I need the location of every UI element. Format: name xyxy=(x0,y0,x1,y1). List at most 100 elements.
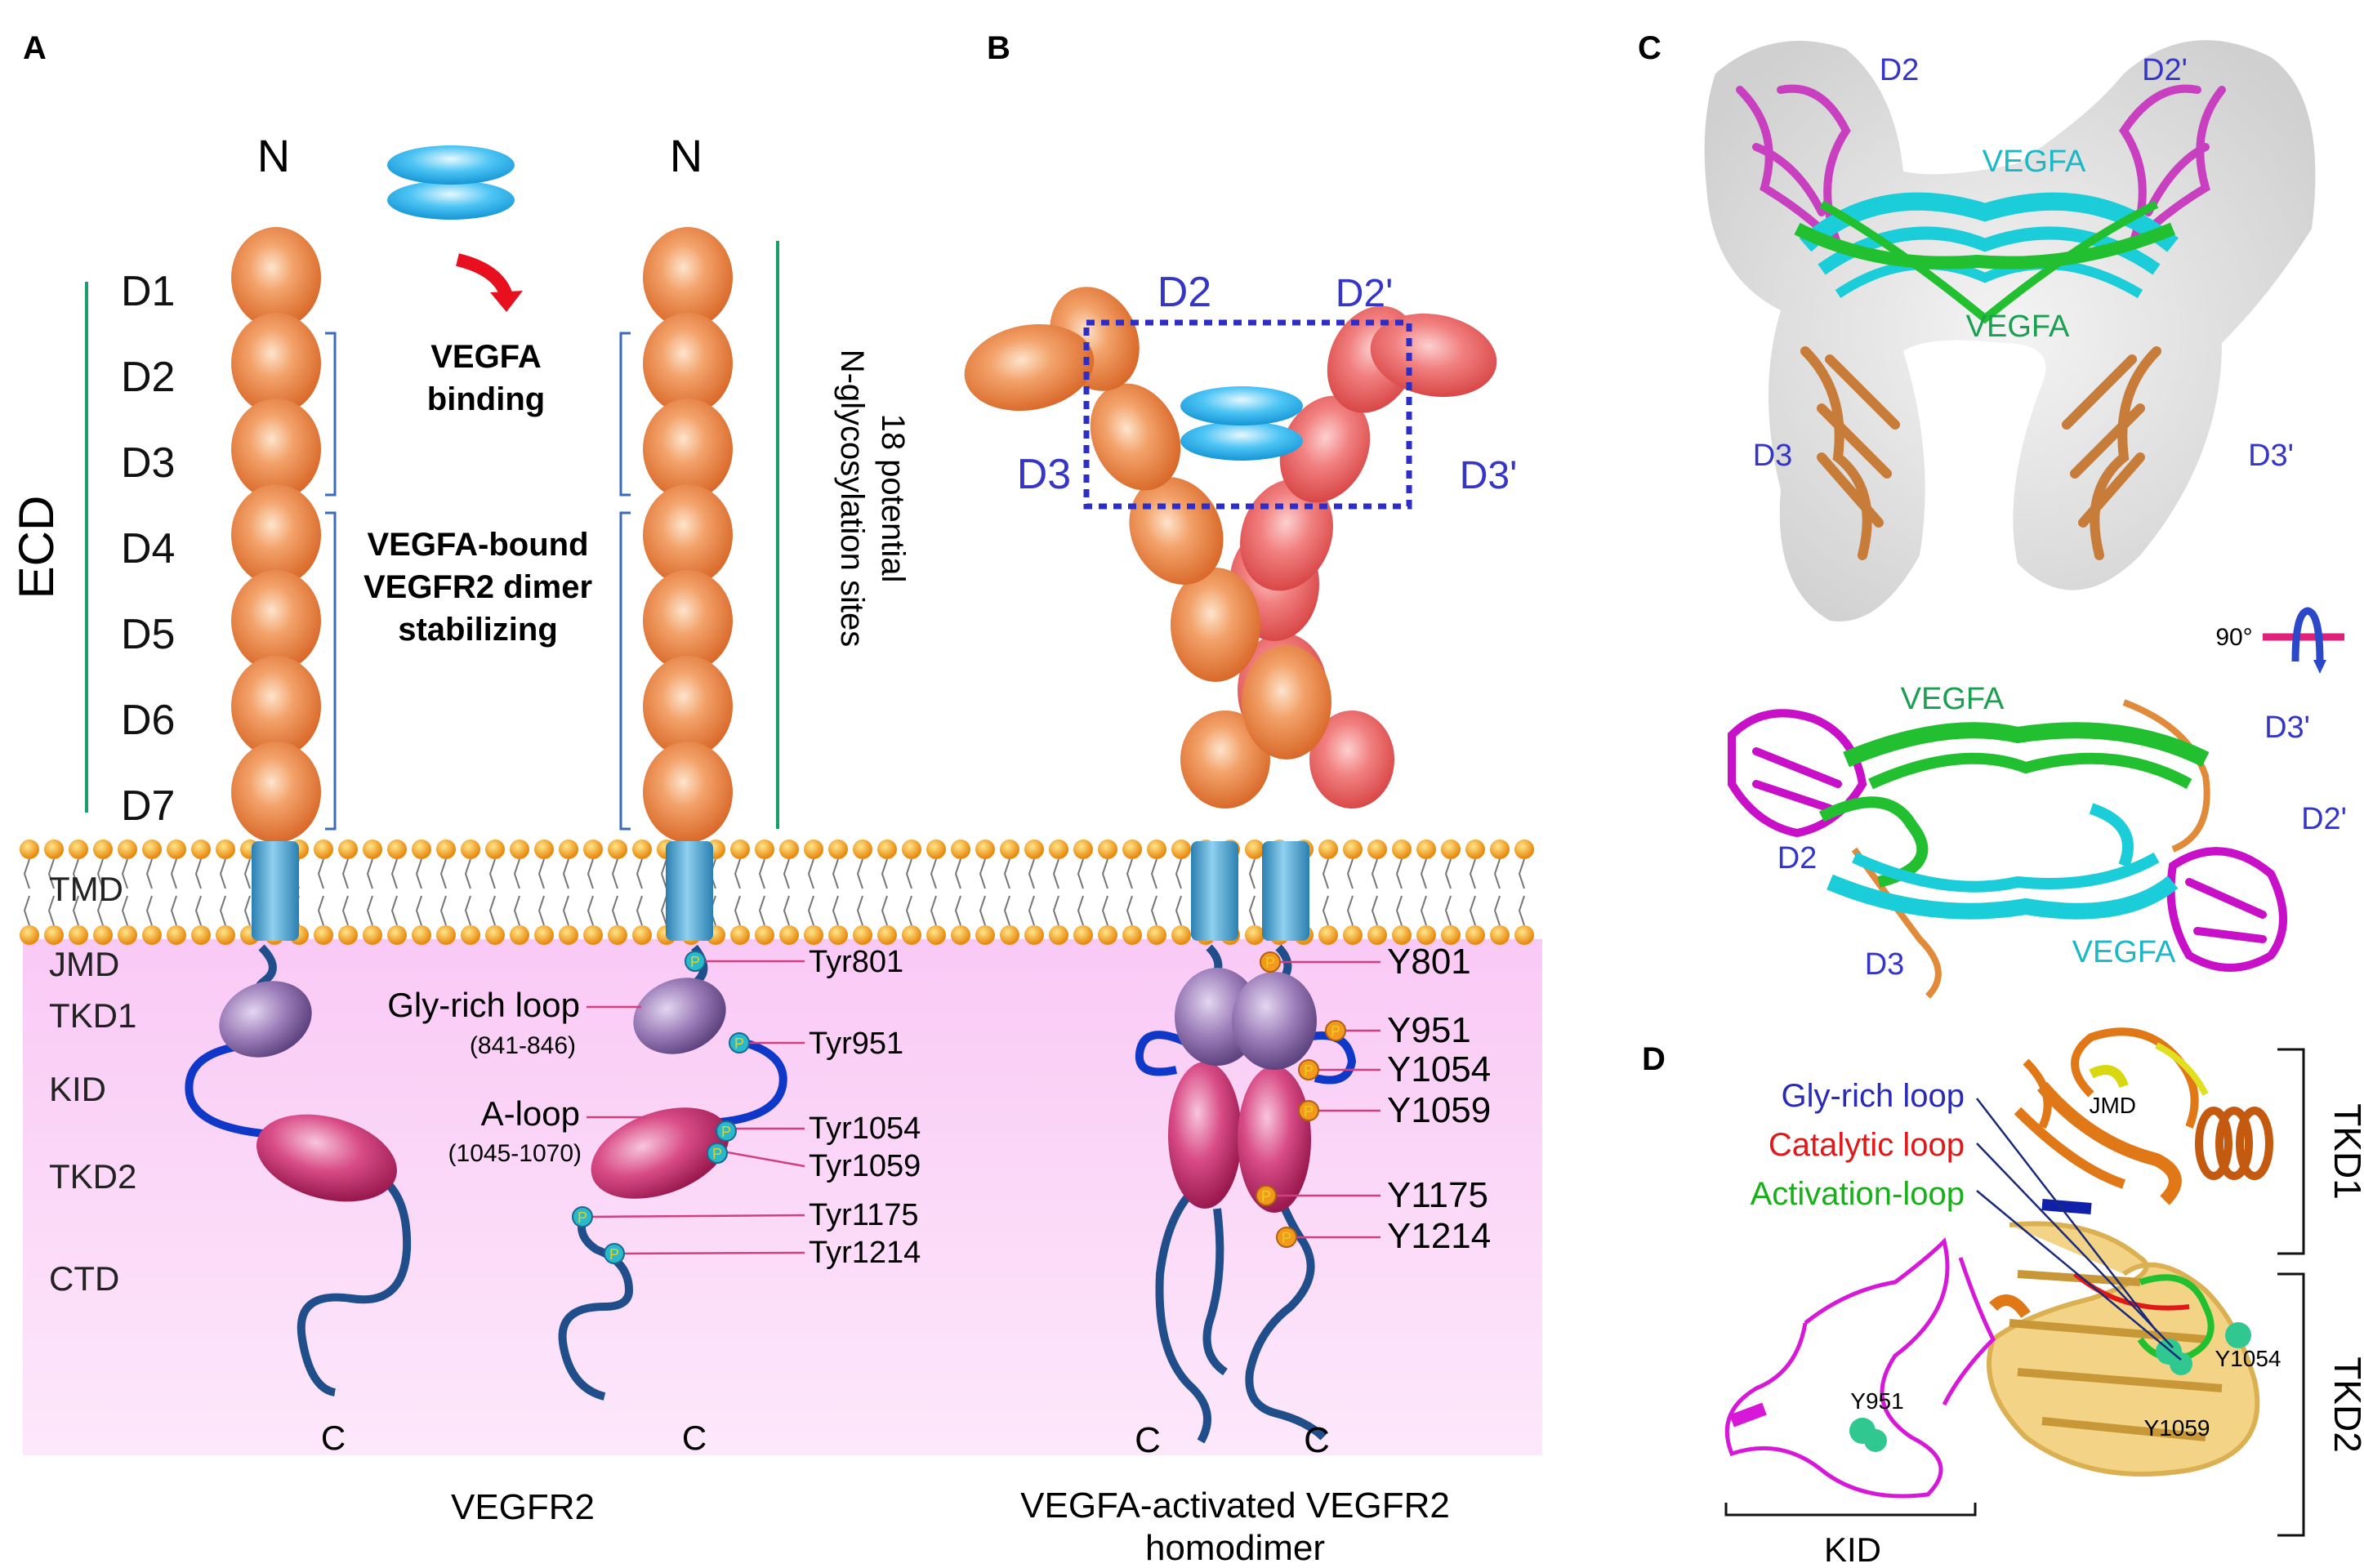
lipid-head xyxy=(191,840,211,859)
panel-d-pointers xyxy=(1976,1098,2182,1361)
lipid-head xyxy=(118,925,137,945)
lipid-head xyxy=(510,925,529,945)
tyr-label-1175: Tyr1175 xyxy=(809,1198,918,1232)
lipid-head xyxy=(1024,840,1044,859)
catalytic-loop-label: Catalytic loop xyxy=(1769,1127,1965,1163)
lipid-head xyxy=(1318,840,1338,859)
vegfa-binding-label-line1: VEGFA xyxy=(430,339,542,375)
lipid-head xyxy=(1416,840,1436,859)
lipid-head xyxy=(1000,840,1019,859)
dimer-label-d3: D3 xyxy=(1017,451,1071,498)
lipid-head xyxy=(559,840,578,859)
ig-domain-d4 xyxy=(643,484,733,586)
n-terminus-left: N xyxy=(257,130,290,181)
phospho-letter: P xyxy=(609,1246,619,1263)
phospho-letter: P xyxy=(1331,1023,1340,1040)
lipid-head xyxy=(314,925,333,945)
lipid-head xyxy=(436,840,456,859)
lipid-head xyxy=(755,840,774,859)
lipid-head xyxy=(436,925,456,945)
caption-dimer-line2: homodimer xyxy=(1145,1528,1325,1568)
c-bottom-label-d3p: D3' xyxy=(2264,710,2310,745)
y951-label: Y951 xyxy=(1850,1388,1903,1414)
region-label-kid: KID xyxy=(49,1070,106,1108)
lipid-head xyxy=(583,840,603,859)
region-label-jmd: JMD xyxy=(49,945,119,983)
phospho-marker xyxy=(729,1032,750,1054)
caption-vegfr2: VEGFR2 xyxy=(451,1487,595,1527)
ig-domain-d5 xyxy=(231,570,321,671)
phospho-marker xyxy=(1325,1020,1346,1041)
lipid-head xyxy=(779,925,799,945)
lipid-head xyxy=(1416,925,1436,945)
binding-box xyxy=(1083,319,1412,510)
lipid-head xyxy=(1367,840,1387,859)
domain-label-d3: D3 xyxy=(121,439,175,487)
vegfr2-monomer-right xyxy=(643,227,733,843)
lipid-head xyxy=(853,925,872,945)
phospho-marker xyxy=(604,1243,625,1264)
lipid-head xyxy=(338,925,358,945)
lipid-head xyxy=(608,925,627,945)
phospho-letter: P xyxy=(1261,1188,1271,1205)
tyr-label-1214: Tyr1214 xyxy=(809,1236,921,1270)
lipid-head xyxy=(877,925,897,945)
lipid-head xyxy=(363,840,382,859)
y-label-1175: Y1175 xyxy=(1387,1175,1488,1215)
lipid-head xyxy=(191,925,211,945)
tyrosine-labels-b: Y801 Y951 Y1054 Y1059 Y1175 Y1214 xyxy=(1387,942,1491,1256)
vegfr2-monomer-left xyxy=(231,227,321,843)
ig-domain-d1 xyxy=(231,227,321,328)
c-terminus-left: C xyxy=(321,1419,346,1457)
domain-label-d6: D6 xyxy=(121,697,175,744)
ig-domain-d1 xyxy=(643,227,733,328)
binding-bracket-right xyxy=(619,332,631,497)
phospho-letter: P xyxy=(690,954,700,970)
lipid-head xyxy=(534,840,554,859)
lipid-head xyxy=(314,840,333,859)
lipid-head xyxy=(1049,840,1068,859)
lipid-head xyxy=(1465,840,1485,859)
lipid-head xyxy=(951,925,970,945)
lipid-head xyxy=(461,925,480,945)
lipid-head xyxy=(1441,840,1461,859)
domain-label-d1: D1 xyxy=(121,268,175,315)
tyrosine-labels-a: Tyr801 Tyr951 Tyr1054 Tyr1059 Tyr1175 Ty… xyxy=(809,945,921,1270)
lipid-head xyxy=(510,840,529,859)
phospho-marker xyxy=(1276,1227,1297,1248)
lipid-head xyxy=(142,840,162,859)
c-bottom-label-vegfa-2: VEGFA xyxy=(2072,935,2176,969)
a-loop-label: A-loop xyxy=(481,1094,580,1133)
lipid-head xyxy=(828,925,848,945)
kid-bracket xyxy=(1724,1503,1977,1517)
lipid-head xyxy=(902,840,921,859)
ig-domain-d3 xyxy=(231,399,321,500)
ig-domain-d2 xyxy=(231,313,321,414)
lipid-head xyxy=(167,840,186,859)
lipid-head xyxy=(853,840,872,859)
panel-b-leaders xyxy=(1270,960,1380,1239)
phospho-marker xyxy=(1256,1185,1277,1206)
dimer-label-line3: stabilizing xyxy=(398,612,558,648)
tm-helix-dimer-left xyxy=(1191,841,1238,941)
ig-domain-d3 xyxy=(643,399,733,500)
lipid-head xyxy=(1073,840,1093,859)
lipid-head xyxy=(1343,840,1363,859)
lipid-head xyxy=(412,840,431,859)
lipid-head xyxy=(338,840,358,859)
region-labels: TMD JMD TKD1 KID TKD2 CTD xyxy=(49,870,136,1298)
panel-label-c: C xyxy=(1638,30,1661,66)
kid-label: KID xyxy=(1824,1530,1881,1568)
lipid-head xyxy=(1073,925,1093,945)
domain-label-d2: D2 xyxy=(121,354,175,401)
phospho-letter: P xyxy=(712,1146,722,1162)
phospho-letter: P xyxy=(1304,1062,1314,1079)
tkd2-label: TKD2 xyxy=(2326,1356,2364,1453)
lipid-head xyxy=(387,925,407,945)
intracellular-left xyxy=(185,944,412,1396)
domain-label-d5: D5 xyxy=(121,611,175,658)
lipid-head xyxy=(804,925,823,945)
n-terminus-right: N xyxy=(670,130,703,181)
binding-arrow-icon xyxy=(456,253,513,298)
